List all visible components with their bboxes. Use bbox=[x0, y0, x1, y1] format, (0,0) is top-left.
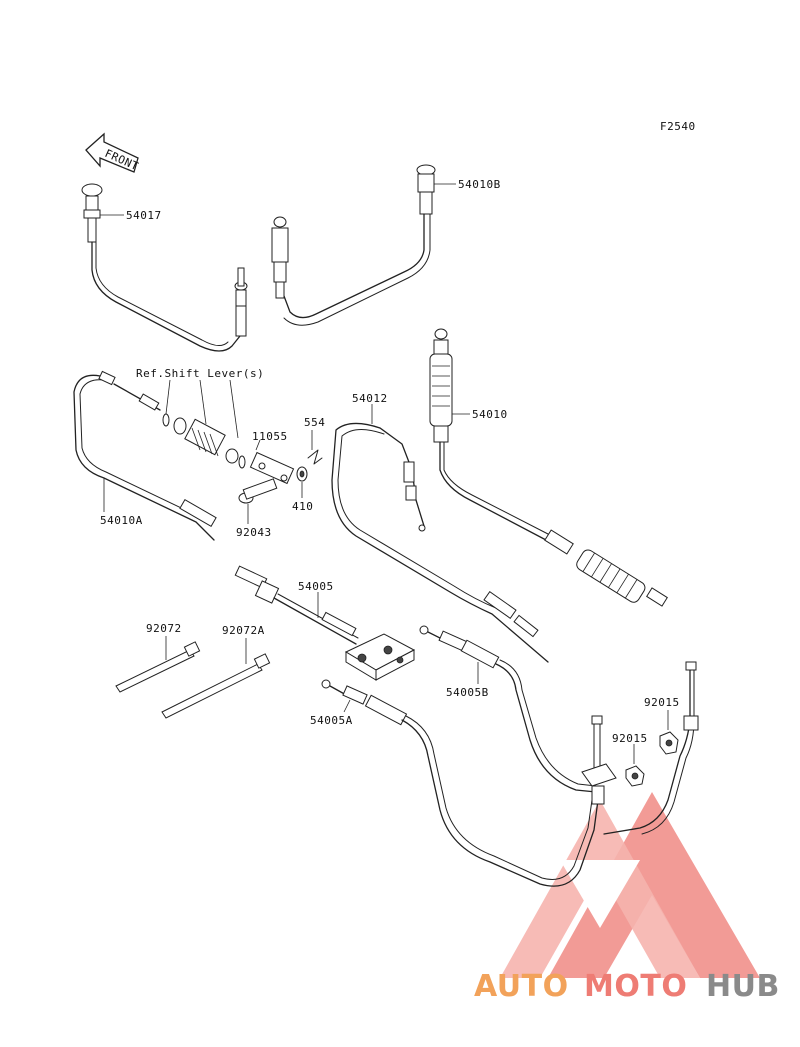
cable-54010A bbox=[73, 370, 217, 541]
label-92072A: 92072A bbox=[222, 624, 265, 637]
label-54012: 54012 bbox=[352, 392, 388, 405]
label-54005A: 54005A bbox=[310, 714, 353, 727]
clip-554 bbox=[307, 430, 323, 465]
pin-92043 bbox=[238, 478, 278, 524]
nut-92015-b bbox=[625, 744, 645, 787]
nut-92015-a bbox=[659, 710, 679, 755]
label-54005B: 54005B bbox=[446, 686, 489, 699]
front-arrow-icon: FRONT bbox=[85, 132, 141, 173]
label-92015-a: 92015 bbox=[644, 696, 680, 709]
label-54005: 54005 bbox=[298, 580, 334, 593]
bracket-11055 bbox=[249, 439, 295, 485]
watermark-hub: HUB bbox=[706, 969, 780, 1004]
label-54010B: 54010B bbox=[458, 178, 501, 191]
cable-54017 bbox=[81, 183, 248, 352]
label-11055: 11055 bbox=[252, 430, 288, 443]
rear-bracket bbox=[581, 661, 699, 835]
cable-54005B bbox=[419, 625, 597, 793]
label-54017: 54017 bbox=[126, 209, 162, 222]
label-92015-b: 92015 bbox=[612, 732, 648, 745]
label-410: 410 bbox=[292, 500, 313, 513]
label-554: 554 bbox=[304, 416, 325, 429]
label-54010A: 54010A bbox=[100, 514, 143, 527]
label-92043: 92043 bbox=[236, 526, 272, 539]
shift-lever-parts bbox=[162, 379, 246, 469]
watermark-moto: MOTO bbox=[584, 969, 687, 1004]
cable-tie-92072A bbox=[161, 638, 271, 719]
watermark-wordmark: AUTO MOTO HUB bbox=[474, 969, 780, 1004]
watermark-logo bbox=[500, 792, 760, 978]
cable-54010 bbox=[429, 328, 668, 607]
label-92072: 92072 bbox=[146, 622, 182, 635]
cable-tie-92072 bbox=[115, 636, 201, 693]
cable-54005 bbox=[234, 565, 359, 645]
label-ref-shift-lever: Ref.Shift Lever(s) bbox=[136, 367, 264, 380]
cable-54005A bbox=[321, 679, 599, 887]
junction-block bbox=[344, 633, 416, 681]
watermark-auto: AUTO bbox=[474, 969, 569, 1004]
label-54010: 54010 bbox=[472, 408, 508, 421]
washer-410 bbox=[296, 466, 308, 498]
cable-54010B bbox=[271, 164, 456, 326]
figure-code: F2540 bbox=[660, 120, 696, 133]
cable-54012 bbox=[331, 404, 549, 663]
